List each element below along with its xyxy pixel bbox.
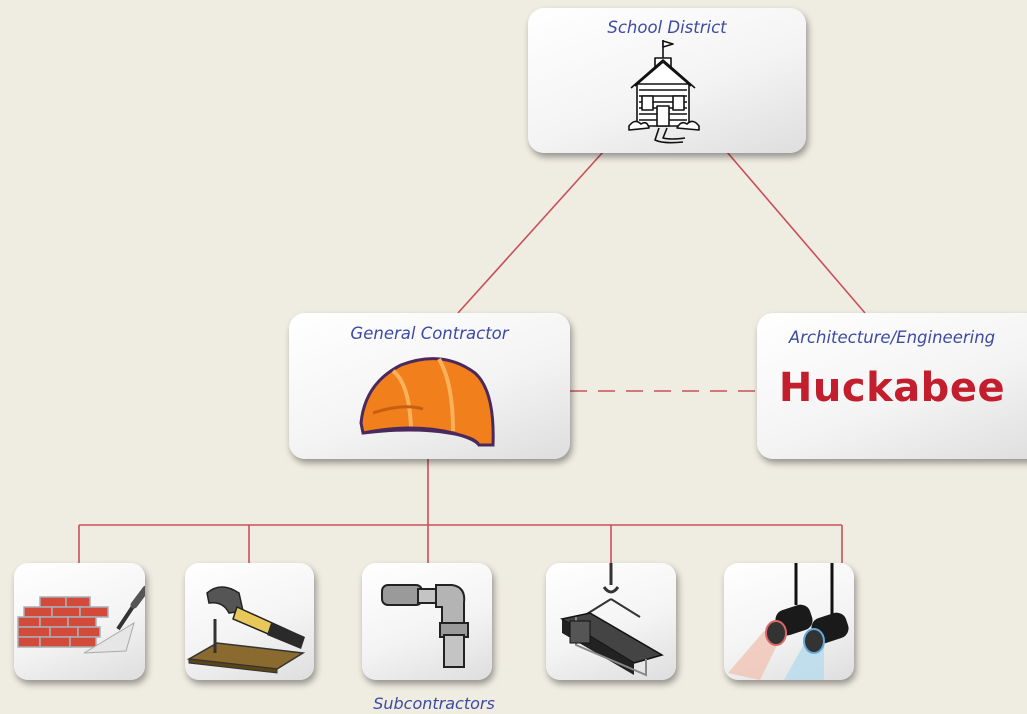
school-district-card: School District xyxy=(528,8,806,153)
general-contractor-label: General Contractor xyxy=(350,324,509,343)
architecture-engineering-label: Architecture/Engineering xyxy=(788,328,996,347)
schoolhouse-icon xyxy=(628,40,700,144)
carpentry-hammer-icon xyxy=(186,586,306,674)
subcontractor-lighting-card xyxy=(724,563,854,680)
steel-beam-crane-icon xyxy=(560,563,664,677)
hard-hat-icon xyxy=(359,357,495,447)
connector-district-to-architect xyxy=(726,151,866,314)
subcontractor-steel-card xyxy=(546,563,676,680)
stage-lighting-icon xyxy=(728,563,849,680)
subcontractor-masonry-card xyxy=(14,563,145,680)
plumbing-pipe-icon xyxy=(381,584,469,668)
connector-district-to-contractor xyxy=(457,151,604,314)
subcontractors-caption: Subcontractors xyxy=(373,694,495,713)
subcontractor-carpentry-card xyxy=(185,563,314,680)
architecture-engineering-card: Architecture/Engineering Huckabee xyxy=(757,313,1027,459)
masonry-bricks-trowel-icon xyxy=(17,585,145,654)
general-contractor-card: General Contractor xyxy=(289,313,570,459)
school-district-label: School District xyxy=(607,18,727,37)
huckabee-logo: Huckabee xyxy=(778,365,1006,411)
subcontractor-plumbing-card xyxy=(362,563,492,680)
